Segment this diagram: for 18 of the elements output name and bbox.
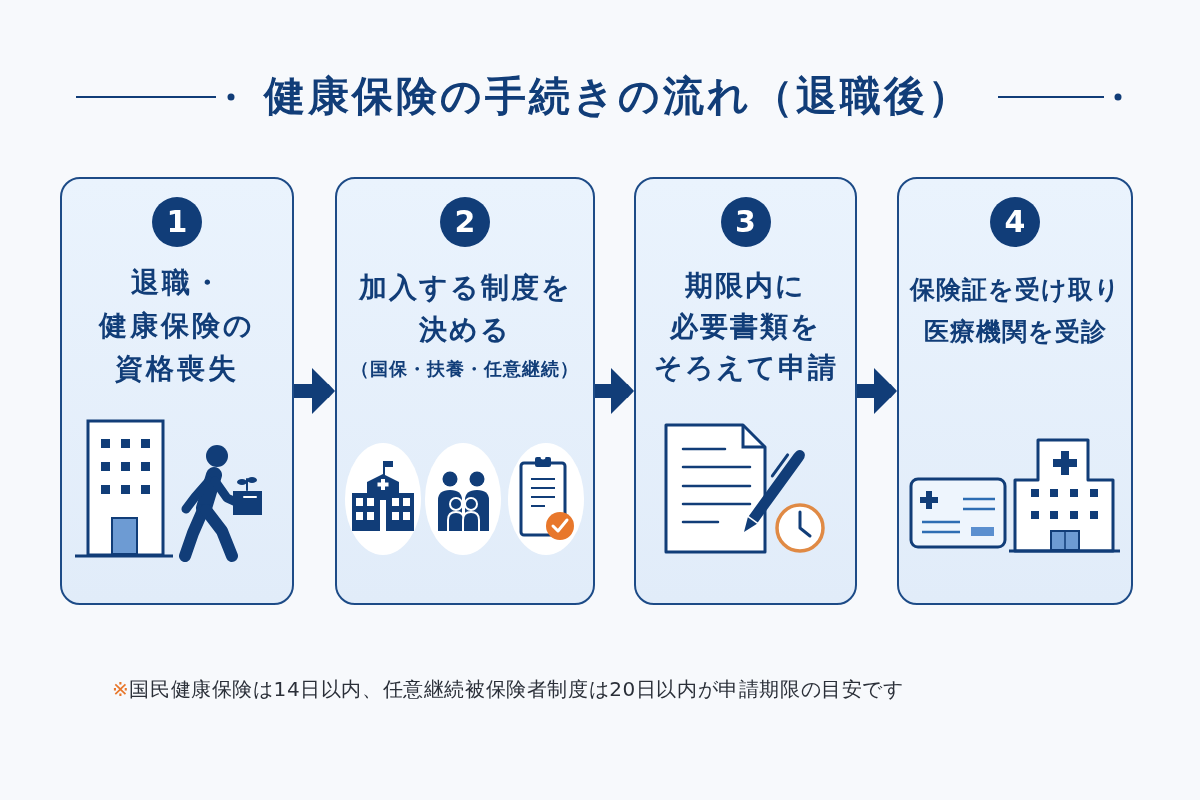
- step-number: 3: [720, 197, 771, 247]
- flow-arrow: [294, 368, 335, 414]
- step-title: 加入する制度を決める: [358, 270, 572, 348]
- step-card: [897, 177, 1133, 605]
- step-note: （国保・扶養・任意継続）: [351, 357, 579, 381]
- step-number: 2: [440, 197, 490, 247]
- step-title: 退職・健康保険の資格喪失: [99, 265, 255, 387]
- flow-arrow: [857, 368, 897, 414]
- diagram-title: 健康保険の手続きの流れ（退職後）: [264, 72, 972, 122]
- step-number: 1: [152, 197, 202, 247]
- step-card: [634, 177, 857, 605]
- flow-arrow: [595, 368, 634, 414]
- step-title: 期限内に必要書類をそろえて申請: [653, 268, 838, 386]
- step-card: [60, 177, 294, 605]
- step-card: [335, 177, 595, 605]
- footnote: ※国民健康保険は14日以内、任意継続被保険者制度は20日以内が申請期限の目安です: [112, 676, 904, 703]
- step-title: 保険証を受け取り医療機関を受診: [909, 274, 1121, 348]
- step-number: 4: [990, 197, 1040, 247]
